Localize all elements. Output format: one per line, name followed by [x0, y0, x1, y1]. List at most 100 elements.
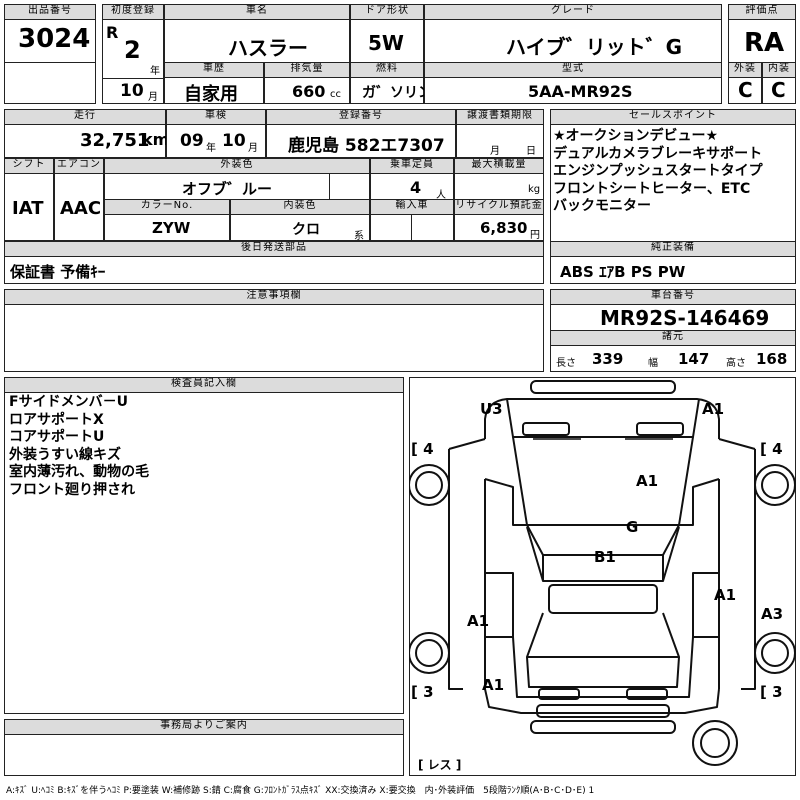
specs-header: 諸元	[550, 330, 796, 346]
inspector-header: 検査員記入欄	[4, 377, 404, 393]
mileage-header: 走行	[4, 109, 166, 125]
interior-grade-header: 内装	[762, 62, 796, 78]
later-parts: 保証書 予備ｷｰ	[10, 263, 106, 281]
history-cell	[164, 77, 264, 104]
import-header: 輸入車	[370, 199, 454, 215]
sales-point-line: バックモニター	[553, 198, 651, 214]
damage-legend: A:ｷｽﾞ U:ﾍｺﾐ B:ｷｽﾞを伴うﾍｺﾐ P:要塗装 W:補修跡 S:錆 …	[6, 786, 595, 796]
displacement-unit: cc	[330, 89, 341, 100]
max-load-unit: kg	[528, 184, 541, 195]
model-name: ハスラー	[228, 36, 308, 60]
vin: MR92S-146469	[600, 306, 770, 330]
sales-point-line: ★オークションデビュー★	[553, 128, 719, 144]
later-parts-header: 後日発送部品	[4, 241, 544, 257]
length-label: 長さ	[556, 358, 576, 369]
int-color-header: 内装色	[230, 199, 370, 215]
model-code: 5AA-MR92S	[528, 82, 633, 101]
inspection-month-unit: 月	[248, 143, 258, 154]
inspector-lines: Fサイドメンバ－U ロアサポートX コアサポートU 外装うすい線キズ 室内薄汚れ…	[9, 394, 149, 499]
fuel-cell	[350, 77, 424, 104]
width: 147	[678, 350, 710, 368]
notes-cell	[4, 304, 544, 372]
aircon-cell	[54, 173, 104, 241]
recycle-unit: 円	[530, 230, 540, 241]
inspector-line: コアサポートU	[9, 429, 105, 445]
reg-year-unit: 年	[150, 66, 160, 77]
int-color-unit: 系	[354, 231, 364, 242]
grade-cell	[424, 19, 722, 63]
recycle-fee: 6,830	[480, 219, 528, 237]
sales-point-line: デュアルカメラブレーキサポート	[553, 145, 763, 162]
mark-a1-left-door: A1	[467, 612, 490, 630]
model-code-cell	[424, 77, 722, 104]
reg-month: 10	[120, 81, 144, 101]
equipment-header: 純正装備	[550, 241, 796, 257]
registration-cell	[266, 124, 456, 158]
tire-fr-tread: [ 4	[760, 440, 783, 458]
color-no-header: カラーNo.	[104, 199, 230, 215]
ext-color: オフブ゛ルー	[182, 180, 273, 198]
office-header: 事務局よりご案内	[4, 719, 404, 735]
car-diagram	[409, 380, 796, 766]
notes-header: 注意事項欄	[4, 289, 544, 305]
exterior-grade-header: 外装	[728, 62, 762, 78]
mileage: 32,751	[80, 130, 150, 151]
equipment: ABS ｴｱB PS PW	[560, 263, 686, 281]
displacement-header: 排気量	[264, 62, 350, 78]
mark-a1-left-rear: A1	[482, 676, 505, 694]
max-load-header: 最大積載量	[454, 158, 544, 174]
transfer-month-unit: 月	[490, 146, 500, 157]
inspection-year: 09	[180, 131, 204, 151]
history-header: 車歴	[164, 62, 264, 78]
score: RA	[744, 28, 785, 58]
color-no: ZYW	[152, 219, 191, 237]
lot-number: 3024	[18, 24, 91, 54]
inspector-cell	[4, 392, 404, 714]
first-registration-month-cell	[102, 78, 164, 104]
mark-b1: B1	[594, 548, 616, 566]
sales-point-header: セールスポイント	[550, 109, 796, 125]
capacity-unit: 人	[436, 190, 446, 201]
shift-header: シフト	[4, 158, 54, 174]
recycle-cell	[454, 214, 544, 241]
lot-number-blank	[4, 62, 96, 104]
mark-u3: U3	[480, 400, 503, 418]
inspector-line: 室内薄汚れ、動物の毛	[9, 464, 150, 480]
inspector-line: フロント廻り押され	[9, 481, 135, 498]
displacement: 660	[292, 82, 326, 101]
specs-cell	[550, 345, 796, 372]
sales-point-line: エンジンプッシュスタートタイプ	[553, 163, 763, 179]
mileage-cell	[4, 124, 166, 158]
fuel-header: 燃料	[350, 62, 424, 78]
registration-number: 鹿児島 582エ7307	[288, 136, 445, 156]
ext-color-header: 外装色	[104, 158, 370, 174]
tire-rr-tread: [ 3	[760, 683, 783, 701]
capacity: 4	[410, 178, 422, 197]
inspector-line: ロアサポートX	[9, 411, 104, 428]
height-label: 高さ	[726, 358, 746, 369]
aircon-header: エアコン	[54, 158, 104, 174]
transfer-deadline-cell	[456, 124, 544, 158]
mileage-unit: km	[142, 130, 170, 149]
first-registration-cell	[102, 19, 164, 79]
sales-point-cell	[550, 124, 796, 242]
lot-number-header: 出品番号	[4, 4, 96, 20]
mark-a1-right-door: A1	[714, 586, 737, 604]
tire-fl-tread: [ 4	[411, 440, 434, 458]
inspection-header: 車検	[166, 109, 266, 125]
office-cell	[4, 734, 404, 776]
import-cell	[370, 214, 412, 241]
mark-a1-front-right: A1	[702, 400, 725, 418]
reg-month-unit: 月	[148, 92, 158, 103]
registration-header: 登録番号	[266, 109, 456, 125]
vin-cell	[550, 304, 796, 331]
reg-era: R	[106, 23, 119, 42]
width-label: 幅	[648, 358, 658, 369]
color-no-cell	[104, 214, 230, 241]
equipment-cell	[550, 256, 796, 284]
sales-point-lines: ★オークションデビュー★ デュアルカメラブレーキサポート エンジンプッシュスター…	[553, 128, 763, 216]
aircon: AAC	[60, 198, 102, 219]
import-cell-2	[411, 214, 454, 241]
inspection-month: 10	[222, 131, 246, 151]
history: 自家用	[184, 84, 238, 105]
